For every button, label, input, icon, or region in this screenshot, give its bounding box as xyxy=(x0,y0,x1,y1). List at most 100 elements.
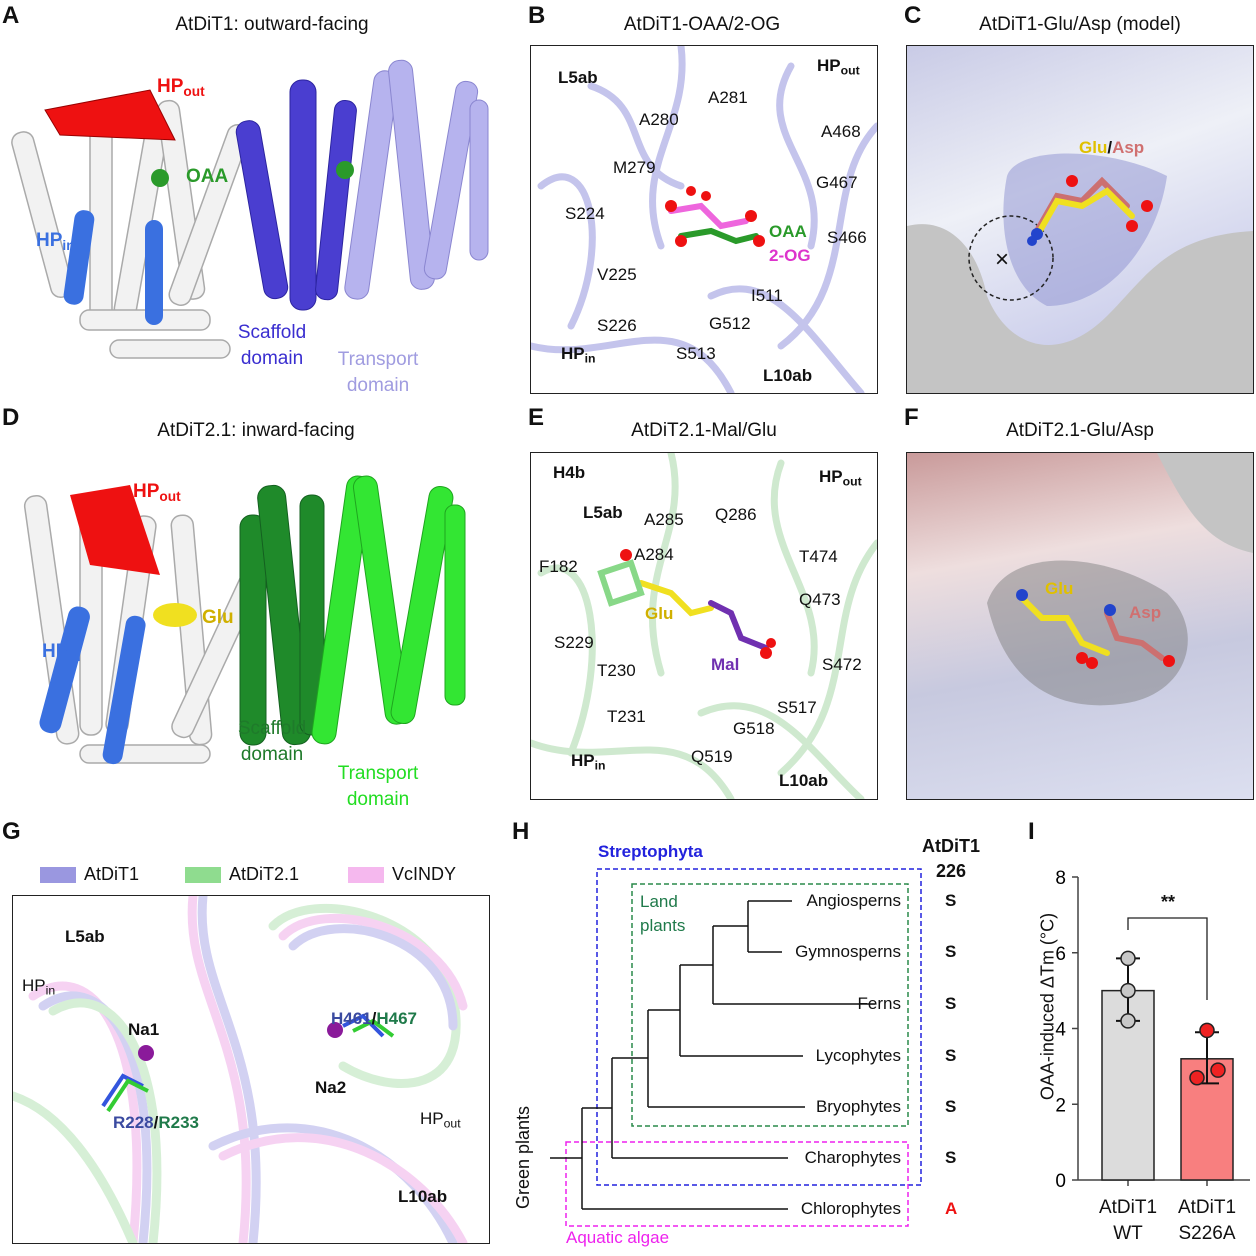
g-l5ab: L5ab xyxy=(65,927,105,946)
g-hpout: HPout xyxy=(420,1109,461,1131)
data-point xyxy=(1120,982,1136,999)
panel-d-title: AtDiT2.1: inward-facing xyxy=(157,420,355,441)
panel-a-title: AtDiT1: outward-facing xyxy=(175,14,369,35)
legend-swatch xyxy=(348,867,384,883)
g-l10ab: L10ab xyxy=(398,1187,448,1206)
d-hpin-label: HPin xyxy=(42,641,81,665)
panel-g-box: L5ab HPin Na1 Na2 H461/H467 R228/R233 HP… xyxy=(12,895,490,1244)
h-aquatic-algae: Aquatic algae xyxy=(566,1228,670,1247)
panel-b-box: L5ab HPout A281 A280 A468 M279 G467 S224… xyxy=(530,45,878,394)
residue-226: A xyxy=(945,1199,958,1218)
panel-f-title: AtDiT2.1-Glu/Asp xyxy=(1006,420,1154,441)
data-point xyxy=(1120,950,1136,967)
h-streptophyta: Streptophyta xyxy=(598,842,703,861)
land-plants-box xyxy=(631,883,909,1127)
b-l5ab: L5ab xyxy=(558,68,598,87)
g-na1: Na1 xyxy=(128,1020,160,1039)
panel-label-a: A xyxy=(2,2,20,29)
f-glu: Glu xyxy=(1045,579,1074,598)
residue-label: T231 xyxy=(607,707,646,726)
panel-label-e: E xyxy=(528,404,545,431)
phylogenetic-tree xyxy=(550,868,922,1227)
residue-label: S224 xyxy=(565,204,605,223)
y-tick-label: 6 xyxy=(1055,944,1066,965)
residue-226: S xyxy=(945,994,957,1013)
residue-label: Q473 xyxy=(799,590,841,609)
panel-label-h: H xyxy=(512,818,530,845)
residue-label: Q519 xyxy=(691,747,733,766)
y-tick-label: 4 xyxy=(1055,1020,1066,1041)
panel-label-i: I xyxy=(1028,818,1035,845)
chart-ylabel: OAA-induced ΔTm (°C) xyxy=(1037,912,1058,1101)
legend-label: AtDiT2.1 xyxy=(229,864,300,884)
residue-label: S226 xyxy=(597,316,637,335)
e-mal: Mal xyxy=(711,655,740,674)
residue-label: I511 xyxy=(751,286,783,305)
residue-label: G518 xyxy=(733,719,775,738)
y-tick-label: 2 xyxy=(1055,1095,1066,1116)
residue-label: A284 xyxy=(634,545,674,564)
e-l5ab: L5ab xyxy=(583,503,623,522)
residue-label: S513 xyxy=(676,344,716,363)
b-l10ab: L10ab xyxy=(763,366,813,385)
c-exclusion-mark: × xyxy=(995,246,1010,273)
taxon-label: Angiosperns xyxy=(806,891,901,910)
panel-b-title: AtDiT1-OAA/2-OG xyxy=(623,14,781,35)
panel-e-title: AtDiT2.1-Mal/Glu xyxy=(631,420,777,441)
residue-226: S xyxy=(945,891,957,910)
data-point xyxy=(1189,1069,1205,1086)
residue-label: A280 xyxy=(639,110,679,129)
panel-label-g: G xyxy=(2,818,21,845)
e-h4b: H4b xyxy=(553,463,586,482)
d-hpout-label: HPout xyxy=(133,481,181,505)
residue-label: M279 xyxy=(613,158,656,177)
outward-structure xyxy=(11,59,489,359)
a-hpin-label: HPin xyxy=(36,230,75,254)
legend-swatch xyxy=(40,867,76,883)
d-glu-label: Glu xyxy=(202,607,234,628)
residue-226: S xyxy=(945,1046,957,1065)
panel-c-title: AtDiT1-Glu/Asp (model) xyxy=(979,14,1181,35)
residue-label: F182 xyxy=(539,557,578,576)
panel-c-box: × Glu/Asp xyxy=(906,45,1254,394)
legend-swatch xyxy=(185,867,221,883)
g-r228-r233: R228/R233 xyxy=(113,1113,200,1132)
legend-label: VcINDY xyxy=(392,864,457,884)
taxon-label: Chlorophytes xyxy=(800,1199,901,1218)
significance-bracket xyxy=(1127,917,1208,1000)
data-point xyxy=(1210,1062,1226,1078)
taxon-label: Lycophytes xyxy=(815,1046,901,1065)
streptophyta-box xyxy=(596,868,922,1186)
c-glu-asp-label: Glu/Asp xyxy=(1079,138,1145,157)
data-point xyxy=(1199,1022,1215,1039)
taxon-label: Gymnosperns xyxy=(795,942,901,961)
e-l10ab: L10ab xyxy=(779,771,829,790)
inward-structure xyxy=(23,475,466,765)
e-glu: Glu xyxy=(645,604,674,623)
residue-label: G467 xyxy=(816,173,858,192)
panel-f-box: Glu Asp xyxy=(906,452,1254,800)
taxon-label: Charophytes xyxy=(804,1148,901,1167)
residue-label: S472 xyxy=(822,655,862,674)
residue-label: S229 xyxy=(554,633,594,652)
b-hpin: HPin xyxy=(561,344,596,366)
e-hpin: HPin xyxy=(571,751,606,773)
f-asp: Asp xyxy=(1129,603,1162,622)
y-tick-label: 0 xyxy=(1055,1171,1066,1192)
residue-226: S xyxy=(945,942,957,961)
panel-label-c: C xyxy=(904,2,922,29)
data-point xyxy=(1120,1013,1136,1029)
e-hpout: HPout xyxy=(819,467,862,489)
residue-label: G512 xyxy=(709,314,751,333)
residue-label: A285 xyxy=(644,510,684,529)
residue-label: T474 xyxy=(799,547,838,566)
residue-label: T230 xyxy=(597,661,636,680)
residue-label: A468 xyxy=(821,122,861,141)
